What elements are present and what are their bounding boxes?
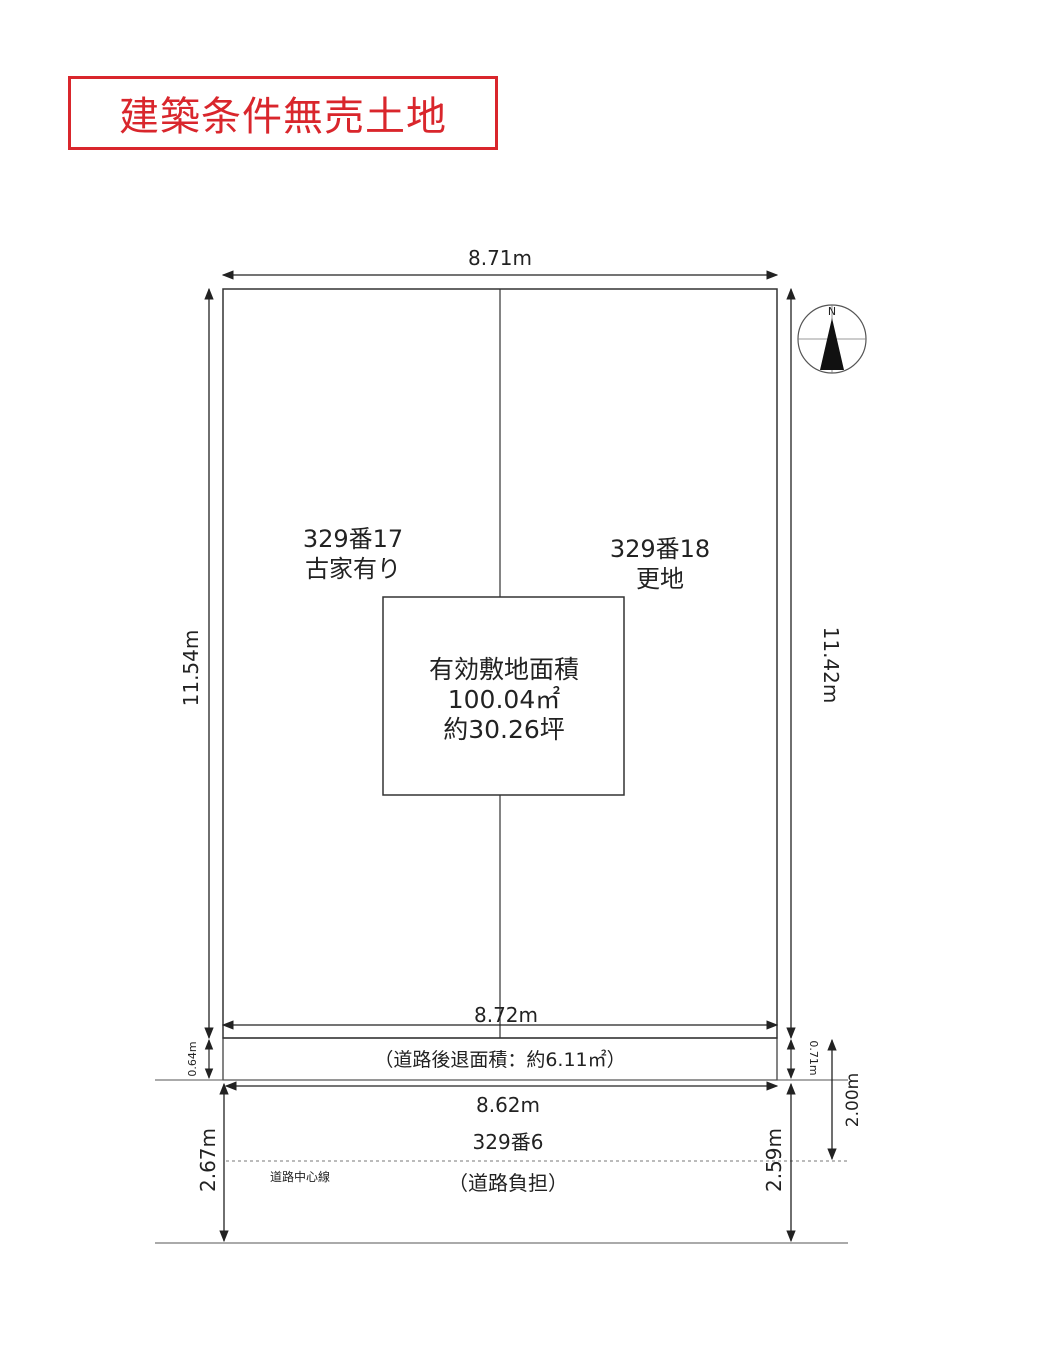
lot-right-number: 329番18 <box>610 535 710 563</box>
dim-left-label: 11.54m <box>179 630 203 707</box>
area-heading: 有効敷地面積 <box>429 655 579 684</box>
setback-area-label: （道路後退面積：約6.11㎡） <box>374 1048 625 1071</box>
dim-setback-left-label: 0.64m <box>186 1041 199 1076</box>
dim-middle-label: 8.72m <box>474 1003 538 1027</box>
lot-right-note: 更地 <box>636 565 684 593</box>
lot-left-note: 古家有り <box>305 555 401 583</box>
dim-top-label: 8.71m <box>468 246 532 270</box>
road-note: （道路負担） <box>448 1171 568 1195</box>
north-compass-icon: N <box>797 304 867 374</box>
road-number: 329番6 <box>473 1130 544 1154</box>
dim-setback-right-label: 0.71m <box>807 1040 820 1075</box>
dim-road-left-label: 2.67m <box>196 1128 220 1192</box>
title-box: 建築条件無売土地 <box>68 76 498 150</box>
dim-road-right-label: 2.59m <box>762 1128 786 1192</box>
area-box <box>382 596 625 796</box>
dim-road-width-label: 8.62m <box>476 1093 540 1117</box>
page-title: 建築条件無売土地 <box>119 94 447 140</box>
compass-label: N <box>828 305 836 318</box>
dim-right-label: 11.42m <box>819 627 843 704</box>
lot-left-number: 329番17 <box>303 525 403 553</box>
dim-total-label: 2.00m <box>843 1073 863 1127</box>
area-sqm: 100.04㎡ <box>448 685 560 714</box>
area-tsubo: 約30.26坪 <box>443 715 565 744</box>
road-centerline-label: 道路中心線 <box>270 1169 330 1184</box>
